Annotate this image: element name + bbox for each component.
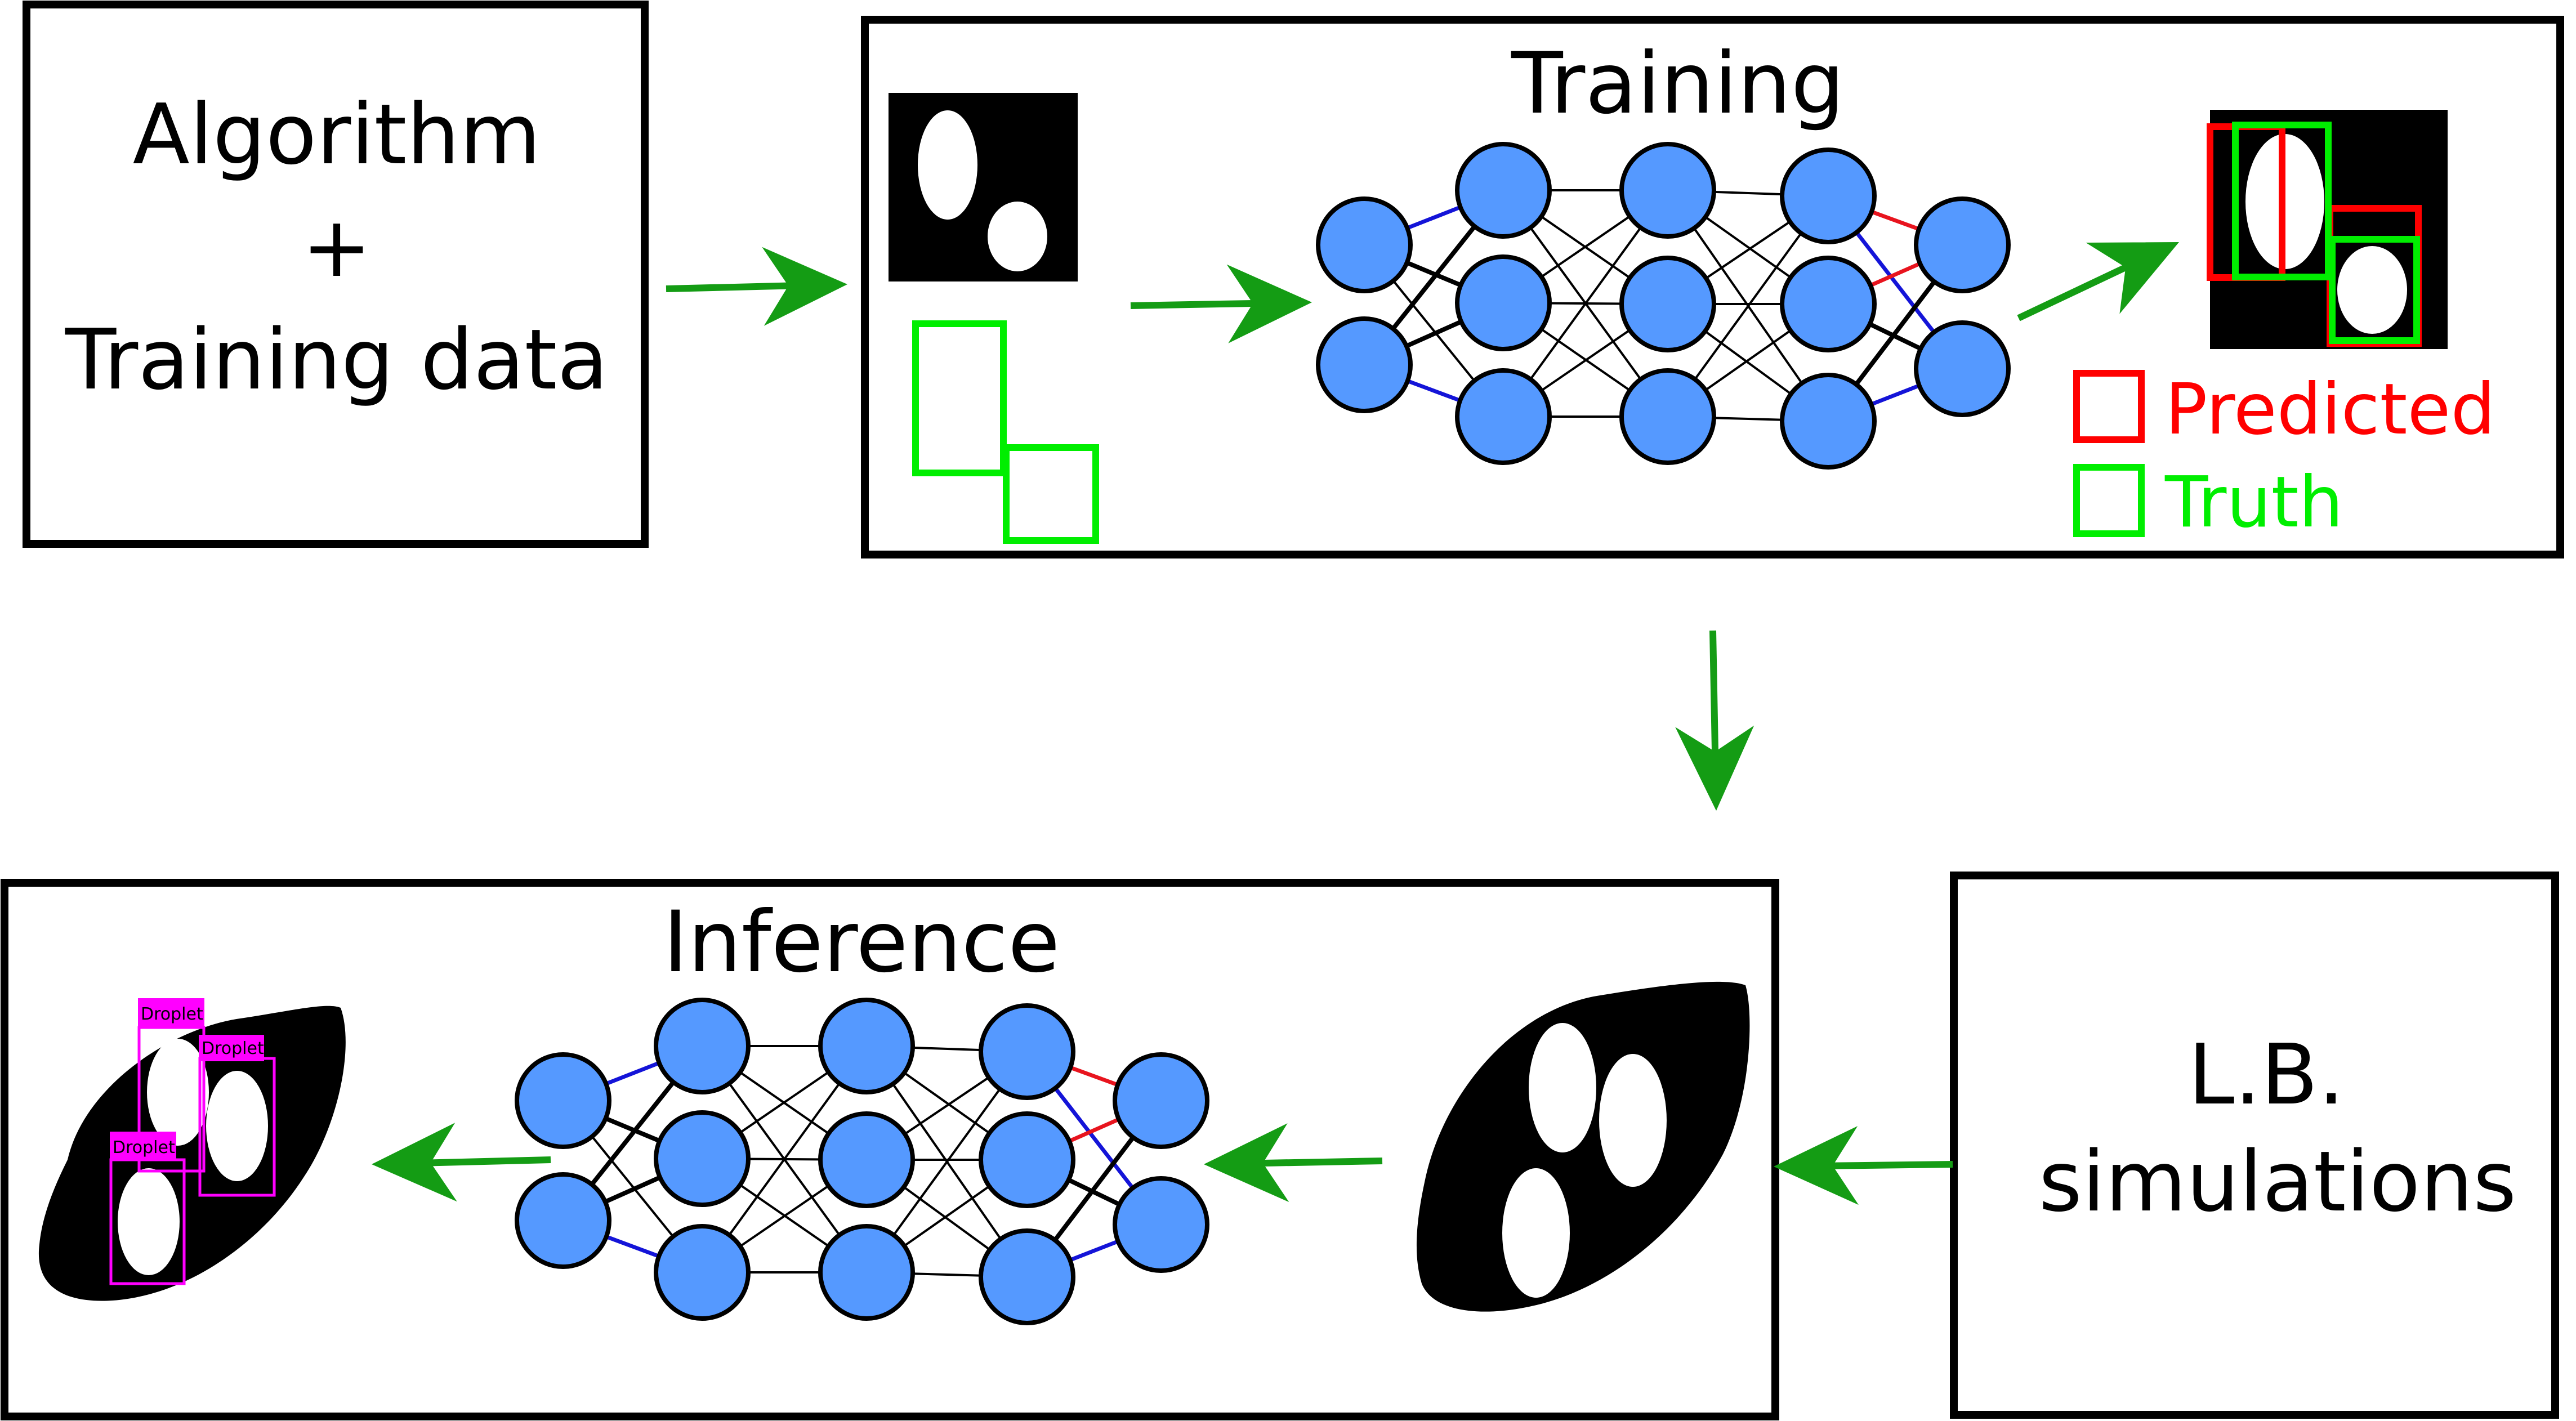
- network-node: [1619, 256, 1716, 352]
- flow-arrow: [372, 1123, 551, 1202]
- flow-arrows: [372, 242, 2179, 1205]
- flow-arrow: [2017, 242, 2179, 321]
- network-node: [1316, 316, 1413, 413]
- network-node: [1780, 256, 1877, 352]
- network-node: [818, 998, 915, 1094]
- truth-bounding-boxes: [912, 320, 1099, 544]
- network-node: [1113, 1176, 1209, 1273]
- neural-network-inference: [515, 998, 1209, 1325]
- flow-arrow: [666, 247, 847, 326]
- network-node: [515, 1052, 611, 1149]
- lb-simulations-box: L.B. simulations: [1950, 872, 2559, 1419]
- network-node: [1455, 254, 1552, 351]
- flow-arrow: [1204, 1123, 1383, 1203]
- flow-arrow: [1774, 1126, 1953, 1205]
- network-node: [818, 1224, 915, 1321]
- plus-label: +: [302, 199, 372, 296]
- flow-arrow: [1130, 264, 1312, 343]
- output-droplet-image: [2207, 110, 2448, 349]
- network-node: [1113, 1052, 1209, 1149]
- simulation-droplet-image: [1416, 981, 1750, 1312]
- network-node: [1619, 142, 1716, 239]
- detection-output-image: Droplet Droplet Droplet: [38, 998, 346, 1301]
- simulations-label: simulations: [2039, 1133, 2517, 1230]
- flow-arrow: [1675, 630, 1754, 811]
- network-node: [1619, 368, 1716, 465]
- network-node: [1455, 368, 1552, 465]
- legend-predicted-swatch: [2073, 370, 2145, 443]
- legend-predicted-label: Predicted: [2165, 369, 2495, 450]
- algorithm-box: Algorithm + Training data: [23, 1, 649, 548]
- training-title: Training: [1511, 35, 1845, 133]
- lb-label: L.B.: [2188, 1026, 2345, 1123]
- training-data-label: Training data: [65, 311, 608, 408]
- training-box: Training Predicted: [861, 16, 2564, 558]
- input-droplet-image: [889, 93, 1078, 281]
- network-node: [654, 1110, 751, 1207]
- legend-truth-label: Truth: [2164, 462, 2343, 543]
- neural-network-training: [1316, 142, 2011, 470]
- network-nodes: [515, 998, 1209, 1325]
- network-node: [654, 1224, 751, 1321]
- network-node: [1914, 196, 2011, 293]
- network-node: [1316, 196, 1413, 293]
- legend-truth-swatch: [2073, 464, 2145, 537]
- network-node: [1455, 142, 1552, 239]
- network-node: [979, 1228, 1075, 1325]
- inference-title: Inference: [663, 893, 1060, 991]
- algorithm-label: Algorithm: [133, 86, 541, 183]
- network-node: [818, 1111, 915, 1208]
- network-node: [1780, 148, 1877, 244]
- network-node: [1914, 320, 2011, 417]
- network-node: [654, 998, 751, 1094]
- network-node: [1780, 373, 1877, 470]
- legend: Predicted Truth: [2073, 369, 2495, 543]
- network-nodes: [1316, 142, 2011, 470]
- network-node: [515, 1172, 611, 1269]
- network-node: [979, 1111, 1075, 1208]
- detection-label-3: Droplet: [113, 1138, 175, 1158]
- detection-label-2: Droplet: [202, 1039, 264, 1058]
- network-node: [979, 1003, 1075, 1100]
- detection-label-1: Droplet: [141, 1004, 203, 1024]
